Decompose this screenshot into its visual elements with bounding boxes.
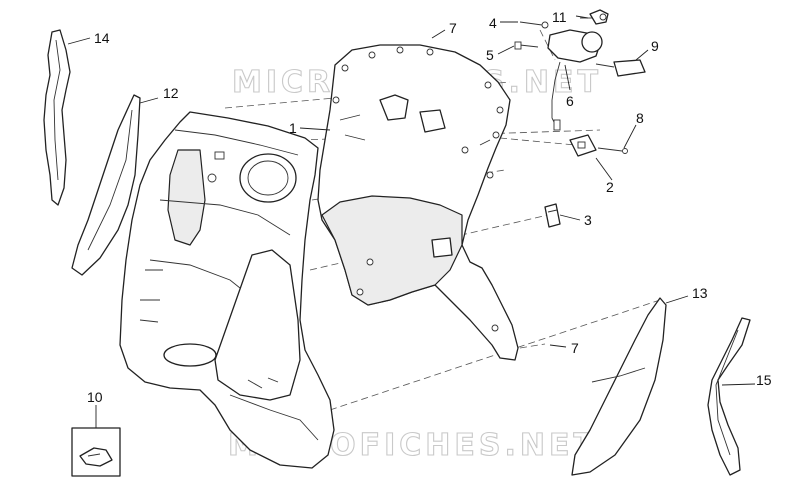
callout-14: 14 (94, 30, 110, 46)
part-13-side-panel[interactable] (571, 297, 667, 476)
callout-3: 3 (584, 212, 592, 228)
callout-11: 11 (552, 9, 567, 25)
callout-12: 12 (163, 85, 179, 101)
callout-7-bottom: 7 (571, 340, 579, 356)
part-3-clip[interactable] (544, 203, 561, 228)
part-1-front-shield[interactable] (119, 111, 335, 469)
part-6-lock-body[interactable] (547, 29, 603, 131)
callout-6: 6 (566, 93, 574, 109)
callout-1: 1 (289, 120, 297, 136)
part-2-latch[interactable] (569, 134, 597, 157)
part-4-screw[interactable] (519, 21, 549, 29)
part-5-screw[interactable] (514, 41, 539, 50)
callout-10: 10 (87, 389, 103, 405)
callout-2: 2 (606, 179, 614, 195)
callout-13: 13 (692, 285, 708, 301)
callout-7-top: 7 (449, 20, 457, 36)
leader-lines (67, 15, 756, 428)
callout-9: 9 (651, 38, 659, 54)
callout-4: 4 (489, 15, 497, 31)
part-8-screw[interactable] (597, 147, 628, 154)
part-9-grip[interactable] (595, 59, 646, 77)
part-11-key[interactable] (580, 9, 609, 25)
callout-8: 8 (636, 110, 644, 126)
part-14-side-trim[interactable] (43, 29, 71, 206)
part-15-curved-trim[interactable] (707, 317, 751, 476)
callout-5: 5 (486, 47, 494, 63)
part-12-side-panel[interactable] (71, 94, 141, 276)
part-1-leg-shield[interactable] (317, 44, 519, 361)
callout-15: 15 (756, 372, 772, 388)
part-10-box[interactable] (71, 427, 121, 477)
